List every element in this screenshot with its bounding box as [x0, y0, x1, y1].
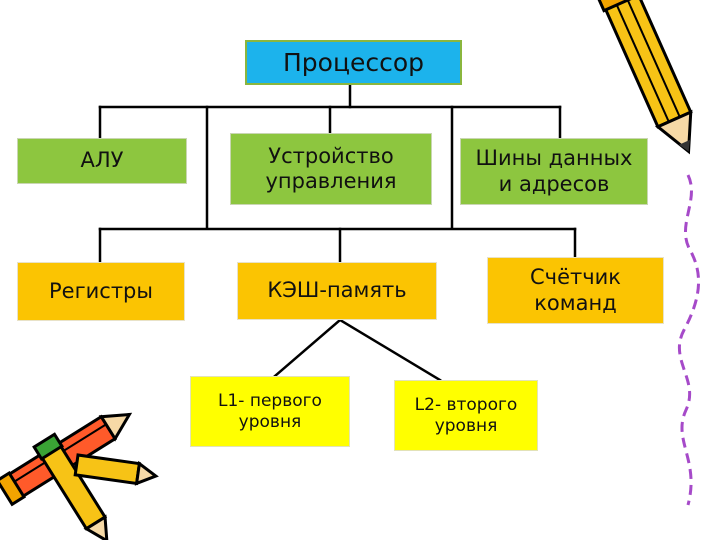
- counter-box: Счётчик команд: [487, 257, 664, 324]
- processor-box: Процессор: [245, 40, 462, 85]
- l1-box: L1- первого уровня: [190, 376, 350, 447]
- registers-label: Регистры: [49, 278, 153, 303]
- counter-label: Счётчик команд: [530, 265, 621, 315]
- squiggle-line: [677, 174, 701, 506]
- bus-box: Шины данных и адресов: [460, 138, 648, 205]
- l1-label: L1- первого уровня: [218, 391, 322, 432]
- alu-box: АЛУ: [17, 138, 187, 184]
- control-unit-label: Устройство управления: [265, 143, 397, 193]
- cache-box: КЭШ-память: [237, 262, 437, 320]
- registers-box: Регистры: [17, 262, 185, 321]
- bus-label: Шины данных и адресов: [475, 146, 633, 196]
- l2-box: L2- второго уровня: [394, 380, 538, 451]
- pencils-icon: [0, 412, 159, 540]
- alu-label: АЛУ: [80, 148, 124, 173]
- control-unit-box: Устройство управления: [230, 133, 432, 205]
- l2-label: L2- второго уровня: [414, 395, 518, 436]
- pencil-icon: [596, 0, 693, 155]
- processor-label: Процессор: [282, 47, 424, 77]
- cache-label: КЭШ-память: [267, 278, 407, 303]
